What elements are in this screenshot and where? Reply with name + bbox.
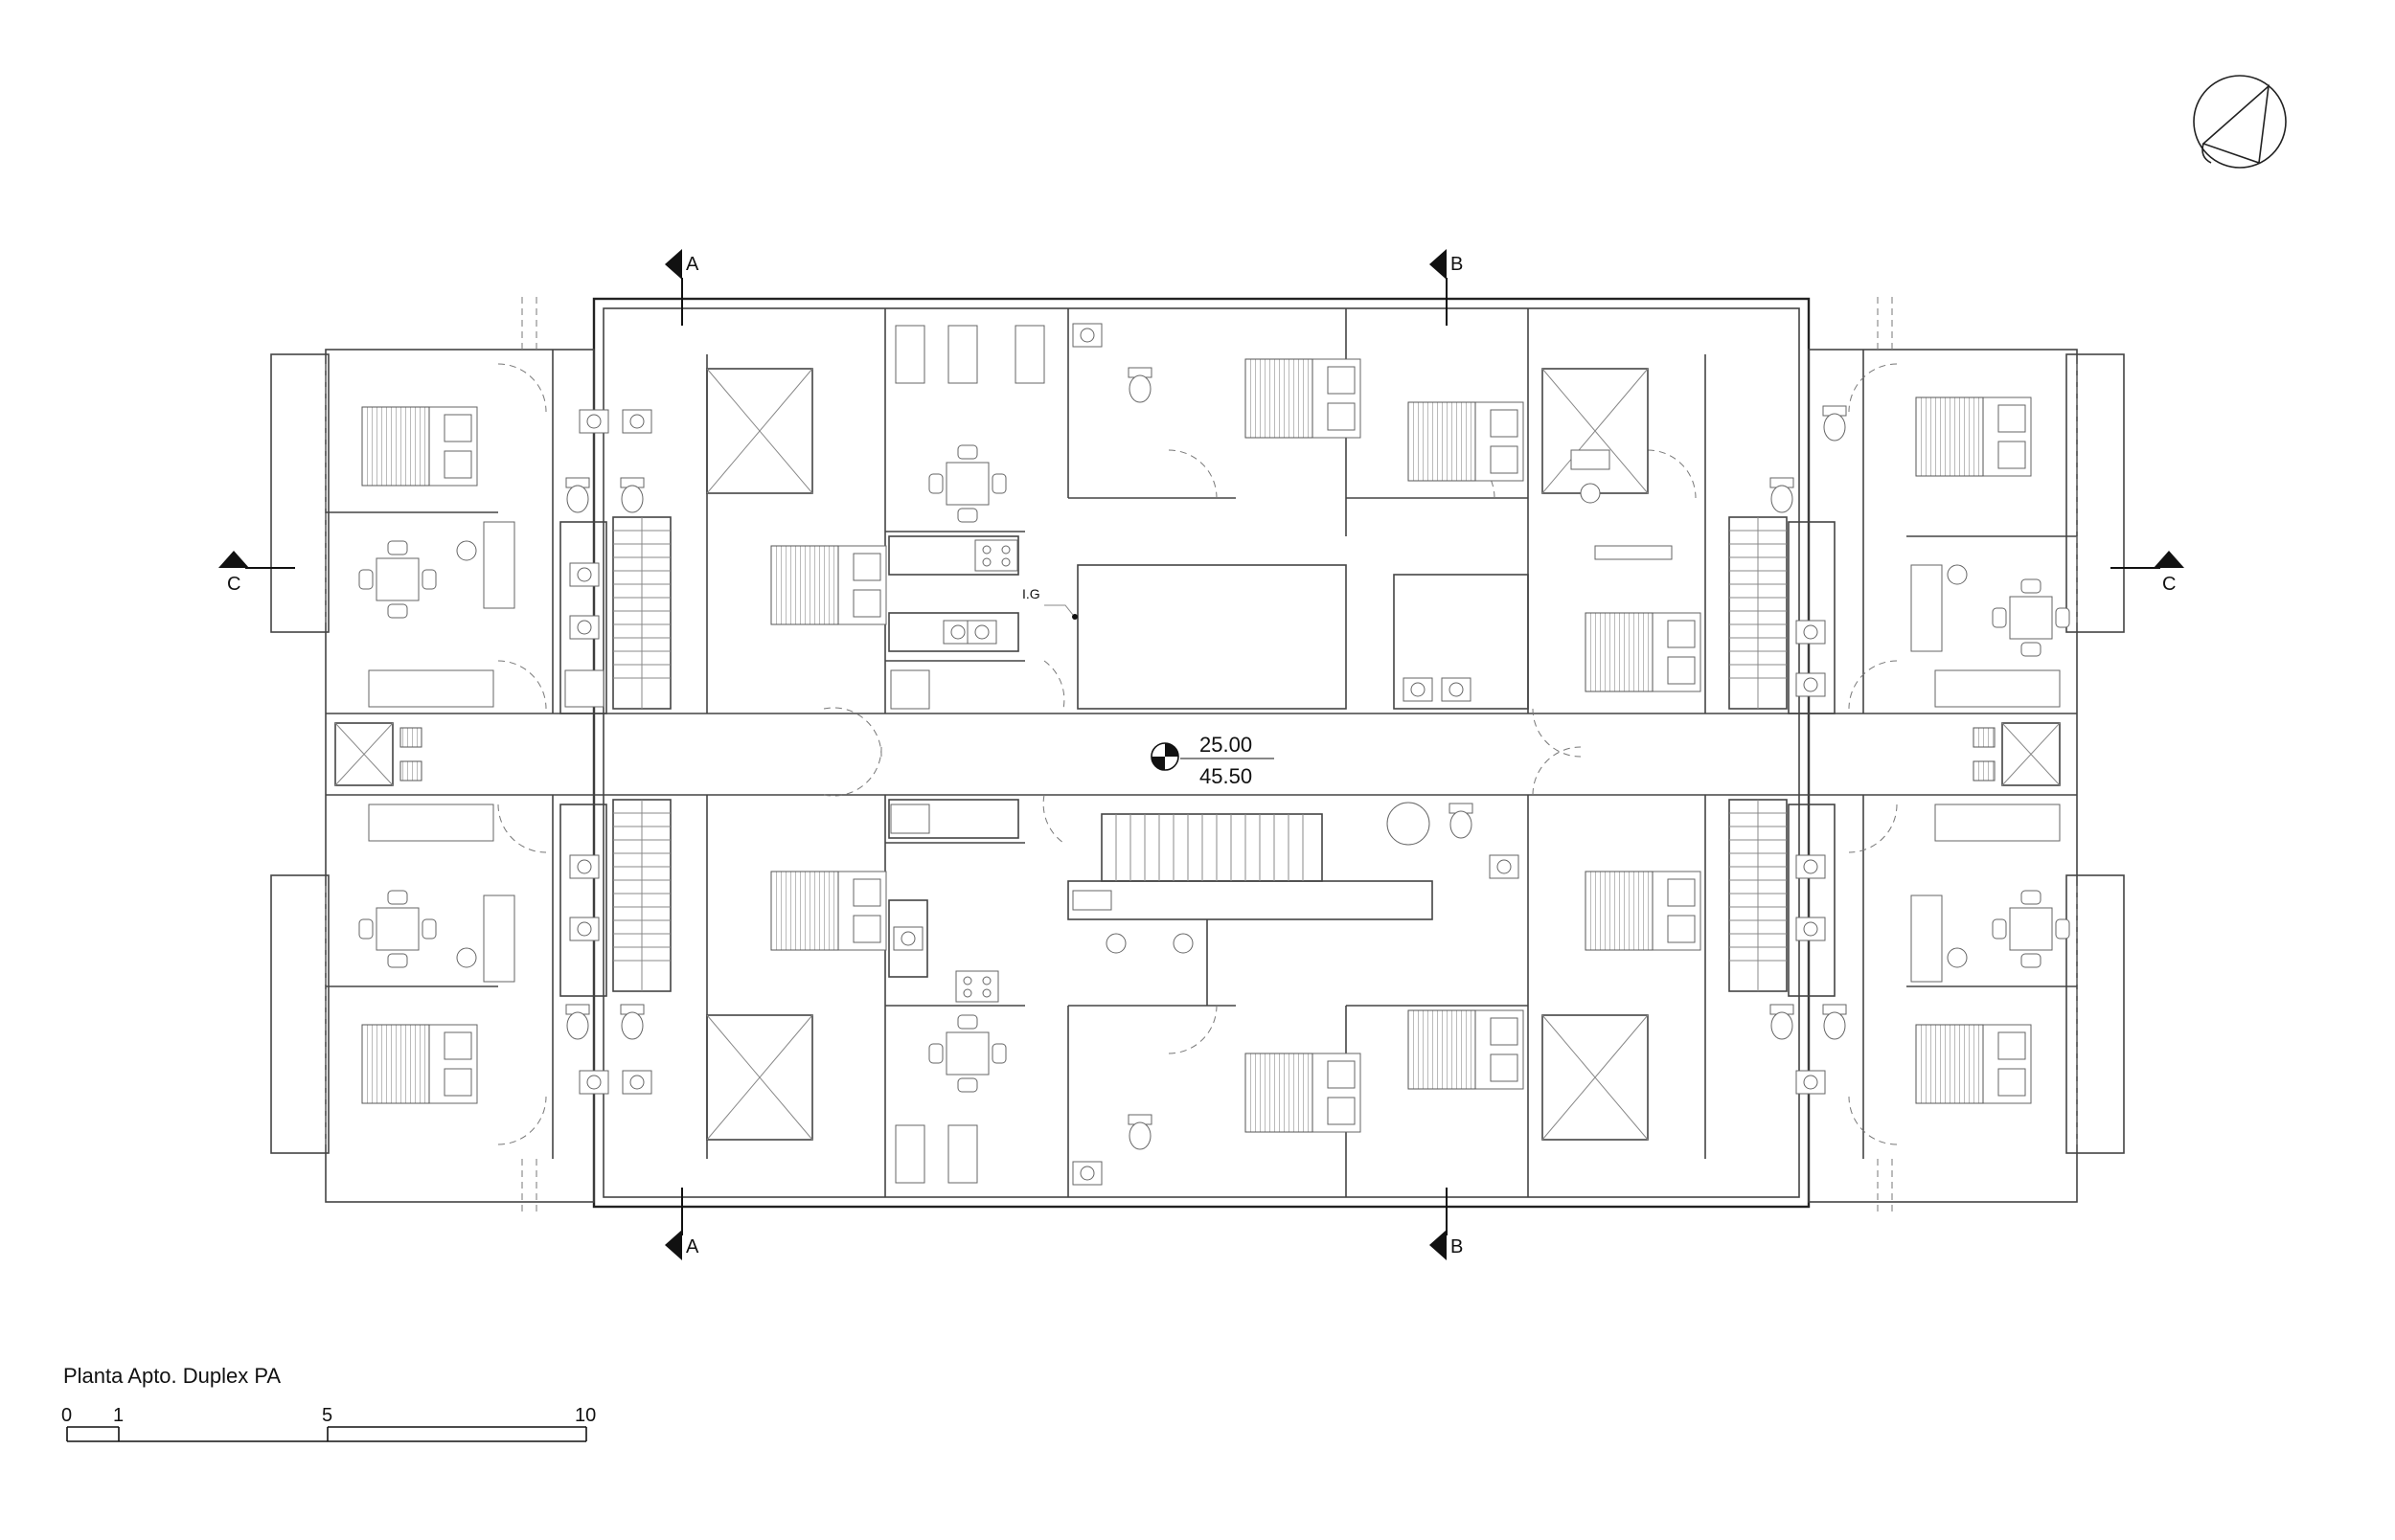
section-label-a-top: A — [686, 254, 699, 275]
stairs — [612, 516, 1788, 992]
shafts — [334, 368, 2061, 1141]
scale-bar: 0 1 5 10 — [61, 1405, 596, 1442]
scale-tick-5: 5 — [322, 1405, 332, 1426]
bathrooms — [565, 323, 1847, 1186]
section-marker-a-top: A — [665, 249, 699, 326]
section-marker-c-left: C — [218, 551, 295, 595]
kitchens — [559, 521, 1836, 1003]
section-marker-c-right: C — [2110, 551, 2184, 595]
level-bottom: 45.50 — [1199, 764, 1252, 788]
section-marker-a-bottom: A — [665, 1188, 699, 1260]
scale-tick-10: 10 — [575, 1405, 596, 1426]
level-top: 25.00 — [1199, 733, 1252, 757]
drawing-title: Planta Apto. Duplex PA — [63, 1364, 281, 1388]
door-swings — [497, 363, 1898, 1145]
section-label-a-bottom: A — [686, 1236, 699, 1257]
section-label-c-right: C — [2162, 574, 2176, 595]
building-outline — [270, 297, 2125, 1209]
section-label-b-top: B — [1450, 254, 1463, 275]
room-tag-label: I.G — [1022, 586, 1040, 601]
desks — [456, 325, 1968, 1184]
north-arrow-icon — [2193, 75, 2287, 169]
level-marker: 25.00 45.50 — [1151, 733, 1274, 788]
scale-tick-0: 0 — [61, 1405, 72, 1426]
section-label-b-bottom: B — [1450, 1236, 1463, 1257]
windows — [325, 297, 2078, 1212]
section-marker-b-top: B — [1429, 249, 1463, 326]
sofas — [368, 669, 2061, 842]
section-marker-b-bottom: B — [1429, 1188, 1463, 1260]
room-tag: I.G — [1022, 586, 1078, 620]
scale-tick-1: 1 — [113, 1405, 124, 1426]
section-label-c-left: C — [227, 574, 240, 595]
